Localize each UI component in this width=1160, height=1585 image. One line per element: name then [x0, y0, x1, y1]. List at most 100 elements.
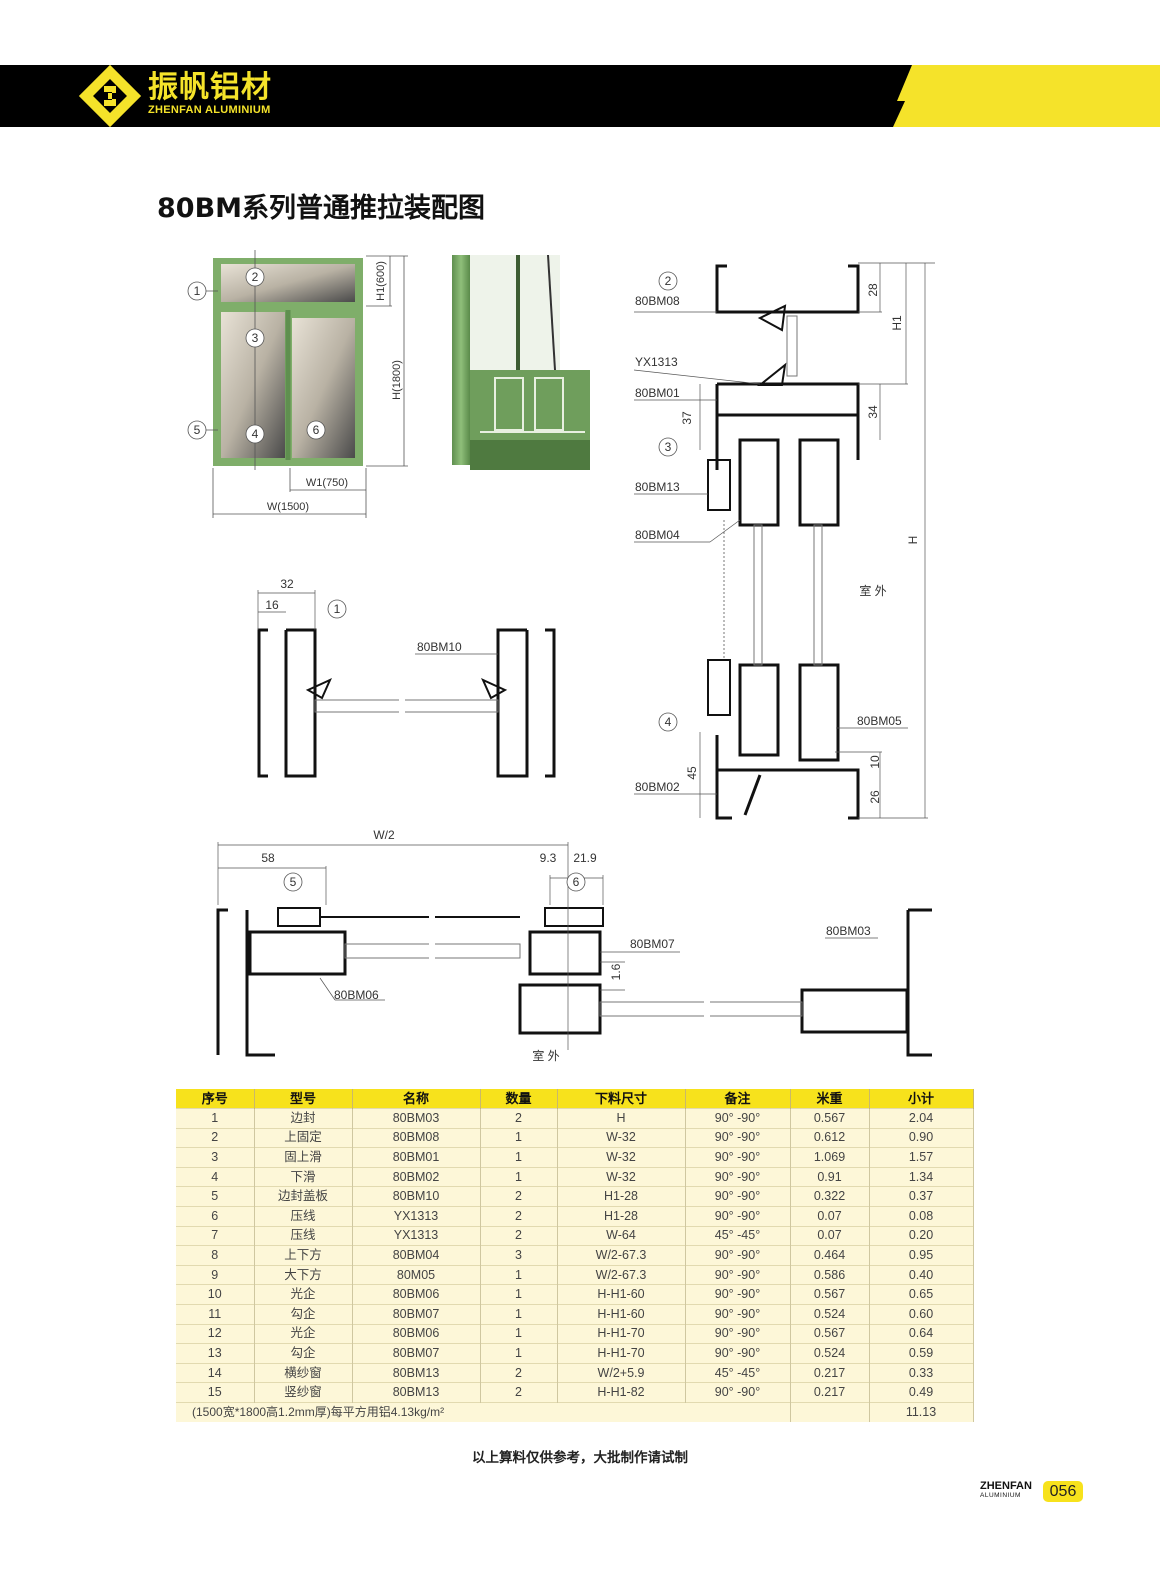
table-cell: 上固定	[254, 1127, 353, 1148]
table-cell: 80BM07	[352, 1343, 481, 1364]
label-yx1313: YX1313	[635, 355, 678, 369]
dim-w: W(1500)	[267, 501, 309, 513]
callout-3: 3	[252, 331, 259, 345]
brand-name-cn: 振帆铝材	[148, 70, 272, 105]
table-cell: W-32	[557, 1127, 686, 1148]
table-cell: 80BM06	[352, 1323, 481, 1344]
table-cell: 80BM13	[352, 1382, 481, 1403]
table-cell: 0.08	[869, 1205, 974, 1227]
callout-5: 5	[194, 423, 201, 437]
dim-9-3: 9.3	[540, 851, 557, 865]
dim-37: 37	[680, 411, 694, 425]
table-cell: 6	[176, 1205, 255, 1227]
table-cell: 90° -90°	[685, 1205, 791, 1227]
table-cell: 12	[176, 1323, 255, 1344]
table-cell: 5	[176, 1186, 255, 1207]
table-cell: 0.567	[790, 1284, 870, 1305]
table-cell: 1	[480, 1284, 558, 1305]
table-cell: 1.34	[869, 1166, 974, 1187]
dim-h1: H1(600)	[375, 261, 387, 301]
label-80bm13: 80BM13	[635, 480, 680, 494]
summary-row: (1500宽*1800高1.2mm厚)每平方用铝4.13kg/m² 11.13	[176, 1401, 974, 1422]
table-cell: H-H1-60	[557, 1284, 686, 1305]
table-cell: 勾企	[254, 1303, 353, 1325]
column-header: 下料尺寸	[557, 1089, 686, 1109]
table-cell: 10	[176, 1284, 255, 1305]
vs-callout-3: 3	[665, 440, 672, 454]
table-cell: 45° -45°	[685, 1362, 791, 1383]
table-cell: 0.524	[790, 1303, 870, 1325]
table-cell: 90° -90°	[685, 1108, 791, 1129]
brand-name-en: ZHENFAN ALUMINIUM	[148, 104, 271, 116]
dim-H: H	[906, 536, 920, 545]
table-header: 序号型号名称数量下料尺寸备注米重小计	[176, 1089, 974, 1109]
table-cell: 压线	[254, 1225, 353, 1246]
table-cell: 2	[480, 1382, 558, 1403]
table-cell: 4	[176, 1166, 255, 1187]
ss-callout-1: 1	[334, 602, 341, 616]
table-cell: W/2-67.3	[557, 1245, 686, 1266]
table-cell: 边封盖板	[254, 1186, 353, 1207]
dim-26: 26	[868, 790, 882, 804]
column-header: 小计	[869, 1089, 974, 1109]
outside-label: 室 外	[859, 583, 886, 598]
table-cell: 0.33	[869, 1362, 974, 1383]
label-80bm05: 80BM05	[857, 714, 902, 728]
table-cell: W/2+5.9	[557, 1362, 686, 1383]
vertical-section	[707, 264, 860, 820]
table-cell: 45° -45°	[685, 1225, 791, 1246]
hs-callout-6: 6	[573, 875, 580, 889]
table-cell: 1	[480, 1264, 558, 1285]
table-cell: 90° -90°	[685, 1343, 791, 1364]
table-cell: 0.20	[869, 1225, 974, 1246]
dim-1-6: 1.6	[609, 963, 623, 980]
table-cell: 90° -90°	[685, 1323, 791, 1344]
table-cell: H-H1-60	[557, 1303, 686, 1325]
dim-10: 10	[868, 755, 882, 769]
table-cell: 1	[480, 1323, 558, 1344]
side-section	[257, 628, 556, 778]
dim-45: 45	[685, 766, 699, 780]
column-header: 备注	[685, 1089, 791, 1109]
table-cell: 0.217	[790, 1362, 870, 1383]
table-cell: 光企	[254, 1323, 353, 1344]
vs-callout-4: 4	[665, 715, 672, 729]
summary-total: 11.13	[869, 1401, 974, 1422]
table-cell: 14	[176, 1362, 255, 1383]
table-cell: 0.91	[790, 1166, 870, 1187]
footer-brand-sub: ALUMINIUM	[980, 1492, 1021, 1499]
table-cell: 2	[480, 1225, 558, 1246]
table-cell: 0.464	[790, 1245, 870, 1266]
label-80bm10: 80BM10	[417, 640, 462, 654]
table-cell: 2	[480, 1108, 558, 1129]
hs-callout-5: 5	[290, 875, 297, 889]
table-cell: W-32	[557, 1166, 686, 1187]
column-header: 数量	[480, 1089, 558, 1109]
table-cell: H1-28	[557, 1205, 686, 1227]
vertical-section-dims	[633, 262, 935, 819]
table-cell: 80BM10	[352, 1186, 481, 1207]
table-cell: 0.612	[790, 1127, 870, 1148]
summary-note: (1500宽*1800高1.2mm厚)每平方用铝4.13kg/m²	[176, 1401, 791, 1422]
table-cell: 0.567	[790, 1323, 870, 1344]
callout-6: 6	[313, 423, 320, 437]
table-cell: 0.217	[790, 1382, 870, 1403]
dim-21-9: 21.9	[573, 851, 597, 865]
table-cell: 80BM03	[352, 1108, 481, 1129]
dim-w1: W1(750)	[306, 477, 348, 489]
page-number: 056	[1043, 1481, 1083, 1502]
table-cell: 2	[480, 1362, 558, 1383]
table-cell: 90° -90°	[685, 1147, 791, 1168]
table-cell: 1.57	[869, 1147, 974, 1168]
table-cell: 15	[176, 1382, 255, 1403]
table-cell: 90° -90°	[685, 1166, 791, 1187]
